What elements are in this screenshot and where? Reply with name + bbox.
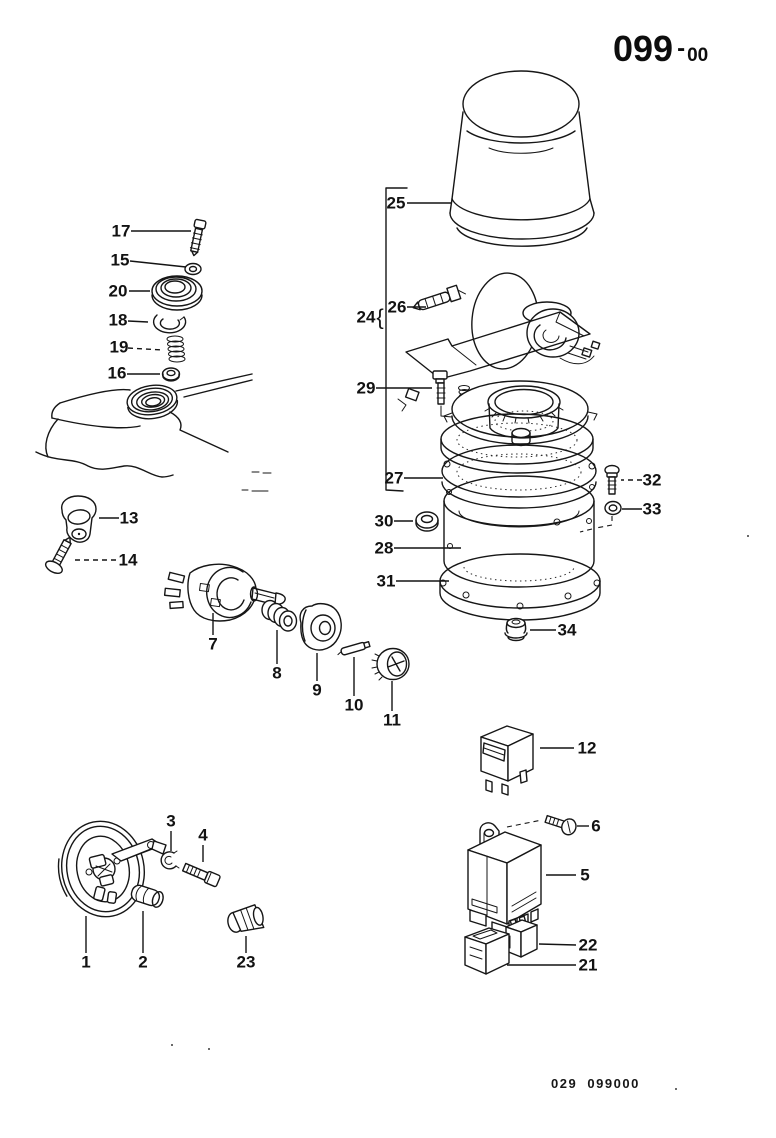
reflector-motor-assembly: [397, 272, 601, 412]
scan-specks: [171, 535, 749, 1090]
part-11-knob: [371, 647, 410, 681]
part-33-washer: [579, 500, 622, 533]
part-callout-5: 5: [580, 866, 589, 885]
part-callout-33: 33: [643, 500, 662, 519]
page-code: 099 - 00: [613, 28, 709, 69]
part-2-boot: [130, 884, 164, 908]
part-27-gasket-ring: [441, 444, 597, 509]
part-callout-8: 8: [272, 664, 281, 683]
part-callout-14: 14: [119, 551, 138, 570]
part-18-snap-ring: [152, 314, 187, 334]
part-callout-17: 17: [112, 222, 131, 241]
part-callout-10: 10: [345, 696, 364, 715]
part-callout-26: 26: [388, 298, 407, 317]
part-34-grommet: [504, 617, 528, 642]
part-16-nut: [161, 367, 181, 382]
part-15-washer: [184, 262, 202, 276]
part-callout-15: 15: [111, 251, 130, 270]
part-3-clip: [160, 850, 180, 870]
part-20-cap: [151, 275, 203, 311]
part-callout-22: 22: [579, 936, 598, 955]
part-callout-16: 16: [108, 364, 127, 383]
part-callout-27: 27: [385, 469, 404, 488]
part-callout-12: 12: [578, 739, 597, 758]
part-19-spring: [166, 335, 186, 363]
part-1-horn: [57, 820, 167, 918]
part-28-housing: [443, 475, 595, 588]
part-callout-32: 32: [643, 471, 662, 490]
part-callout-18: 18: [109, 311, 128, 330]
part-23-valve: [227, 904, 265, 933]
part-30-nut: [415, 511, 439, 532]
part-callout-4: 4: [198, 826, 208, 845]
part-26-bulb: [412, 284, 467, 311]
part-25-dome: [449, 70, 595, 247]
part-17-screw: [189, 218, 207, 257]
part-callout-25: 25: [387, 194, 406, 213]
part-callout-23: 23: [237, 953, 256, 972]
part-14-screw: [44, 536, 72, 575]
part-callout-2: 2: [138, 953, 147, 972]
callout-leader-19: [127, 347, 164, 351]
part-21-connector: [464, 927, 510, 975]
callout-leader-22: [538, 943, 577, 946]
page-code-main: 099: [613, 28, 674, 69]
part-4-bolt: [181, 862, 221, 888]
part-callout-29: 29: [357, 379, 376, 398]
page-code-dash: -: [677, 35, 686, 63]
assembly-24-brace: {: [376, 305, 383, 330]
housing-ring-upper: [440, 413, 596, 474]
part-callout-24: 24: [357, 308, 376, 327]
part-callout-9: 9: [312, 681, 321, 700]
part-callout-20: 20: [109, 282, 128, 301]
part-22-connector: [505, 915, 538, 958]
footer-part-code: 029 099000: [551, 1076, 640, 1091]
part-8-boot: [261, 599, 298, 632]
part-13-grommet: [61, 495, 97, 543]
beacon-base-platform: [443, 380, 598, 447]
part-callout-3: 3: [166, 812, 175, 831]
part-callout-34: 34: [558, 621, 577, 640]
part-6-screw: [506, 814, 577, 836]
callout-leader-18: [127, 320, 149, 323]
part-5-control-unit: [467, 822, 542, 937]
part-callout-19: 19: [110, 338, 129, 357]
part-callout-11: 11: [383, 711, 401, 730]
part-10-bulb-pin: [337, 641, 371, 656]
callout-leader-15: [129, 260, 187, 268]
part-callout-6: 6: [591, 817, 600, 836]
assembly-24-bracket: [385, 187, 408, 492]
part-callout-30: 30: [375, 512, 394, 531]
part-callout-1: 1: [81, 953, 90, 972]
part-callout-28: 28: [375, 539, 394, 558]
part-9-grommet-ring: [299, 602, 342, 651]
body-panel: [35, 373, 272, 492]
part-callout-7: 7: [208, 635, 217, 654]
part-32-bolt: [604, 464, 620, 495]
part-callout-21: 21: [579, 956, 598, 975]
part-12-relay: [480, 725, 534, 796]
part-29-bolt: [432, 370, 453, 418]
page-code-sub: 00: [687, 45, 709, 67]
part-callout-13: 13: [120, 509, 139, 528]
part-callout-31: 31: [377, 572, 396, 591]
